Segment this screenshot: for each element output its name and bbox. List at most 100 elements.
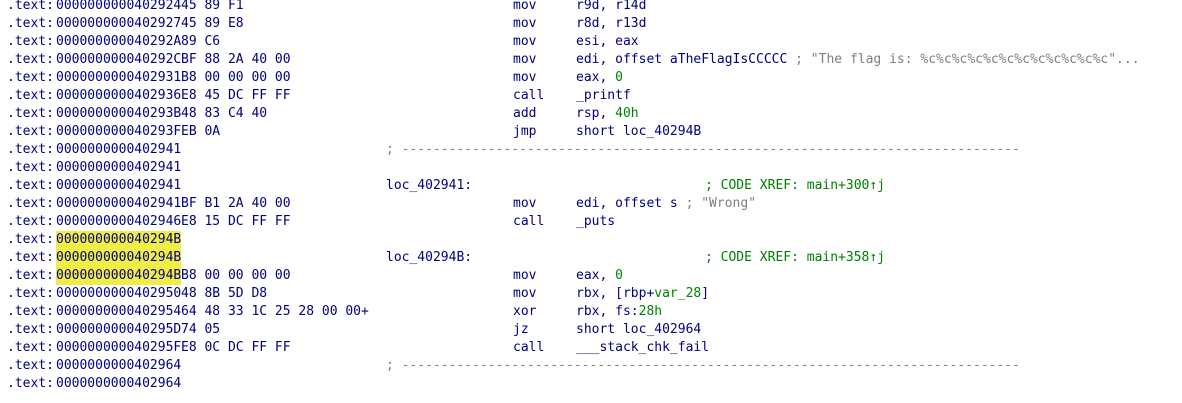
- mnemonic[interactable]: jz: [513, 322, 529, 337]
- code-label[interactable]: loc_40294B:: [386, 250, 473, 265]
- asm-line[interactable]: .text:000000000040294B loc_40294B: ; CODE …: [0, 249, 1182, 267]
- operands[interactable]: short loc_40294B: [576, 124, 702, 139]
- mnemonic[interactable]: call: [513, 88, 545, 103]
- operands[interactable]: edi, offset aTheFlagIsCCCCC ; "The flag …: [576, 52, 1140, 67]
- mnemonic[interactable]: mov: [513, 196, 537, 211]
- address[interactable]: 000000000040294B: [56, 267, 182, 285]
- operands[interactable]: short loc_402964: [576, 322, 702, 337]
- address[interactable]: 0000000000402941: [56, 160, 182, 175]
- xref-comment[interactable]: ; CODE XREF: main+300↑j: [705, 178, 886, 193]
- address[interactable]: 000000000040295F: [56, 340, 182, 355]
- mnemonic[interactable]: mov: [513, 268, 537, 283]
- mnemonic[interactable]: add: [513, 106, 537, 121]
- asm-line[interactable]: .text:0000000000402964: [0, 375, 1182, 393]
- mnemonic[interactable]: mov: [513, 52, 537, 67]
- mnemonic[interactable]: mov: [513, 0, 537, 13]
- operands[interactable]: esi, eax: [576, 34, 639, 49]
- address[interactable]: 0000000000402964: [56, 376, 182, 391]
- address[interactable]: 0000000000402964: [56, 358, 182, 373]
- address[interactable]: 000000000040292A: [56, 34, 182, 49]
- address[interactable]: 000000000040294B: [56, 249, 182, 267]
- xref-comment[interactable]: ; CODE XREF: main+358↑j: [705, 250, 886, 265]
- operand-var: var_28: [654, 286, 702, 301]
- opcode-bytes: 45 89 F1: [181, 0, 244, 13]
- operand-number: 0: [615, 268, 623, 283]
- address[interactable]: 000000000040292C: [56, 52, 182, 67]
- address[interactable]: 000000000040293F: [56, 124, 182, 139]
- code-label[interactable]: loc_402941:: [386, 178, 473, 193]
- opcode-bytes: 89 C6: [181, 34, 221, 49]
- operands[interactable]: edi, offset s ; "Wrong": [576, 196, 757, 211]
- segment-prefix: .text:: [7, 88, 54, 103]
- address[interactable]: 0000000000402927: [56, 16, 182, 31]
- address[interactable]: 0000000000402924: [56, 0, 182, 13]
- segment-prefix: .text:: [7, 0, 54, 13]
- mnemonic[interactable]: mov: [513, 34, 537, 49]
- operands[interactable]: r9d, r14d: [576, 0, 647, 13]
- asm-line[interactable]: .text:0000000000402941 ; ----------------…: [0, 141, 1182, 159]
- asm-line[interactable]: .text:000000000040294B: [0, 231, 1182, 249]
- opcode-bytes: 74 05: [181, 322, 221, 337]
- address[interactable]: 0000000000402941: [56, 196, 182, 211]
- operand-number: 40h: [615, 106, 639, 121]
- operands[interactable]: _printf: [576, 88, 631, 103]
- address[interactable]: 000000000040294B: [56, 231, 182, 249]
- separator-line: ; --------------------------------------…: [386, 142, 1020, 157]
- segment-prefix: .text:: [7, 16, 54, 31]
- address[interactable]: 0000000000402936: [56, 88, 182, 103]
- segment-prefix: .text:: [7, 376, 54, 391]
- mnemonic[interactable]: call: [513, 340, 545, 355]
- mnemonic[interactable]: mov: [513, 70, 537, 85]
- address[interactable]: 0000000000402941: [56, 178, 182, 193]
- segment-prefix: .text:: [7, 232, 54, 247]
- segment-prefix: .text:: [7, 106, 54, 121]
- operands[interactable]: _puts: [576, 214, 616, 229]
- mnemonic[interactable]: jmp: [513, 124, 537, 139]
- mnemonic[interactable]: mov: [513, 286, 537, 301]
- operands[interactable]: eax, 0: [576, 268, 623, 283]
- address[interactable]: 000000000040293B: [56, 106, 182, 121]
- address[interactable]: 000000000040295D: [56, 322, 182, 337]
- operands[interactable]: r8d, r13d: [576, 16, 647, 31]
- asm-line[interactable]: .text:0000000000402964; ----------------…: [0, 357, 1182, 375]
- asm-line[interactable]: .text:0000000000402941: [0, 159, 1182, 177]
- opcode-bytes: B8 00 00 00 00: [181, 268, 291, 283]
- operands[interactable]: rbx, fs:28h: [576, 304, 663, 319]
- segment-prefix: .text:: [7, 142, 54, 157]
- operands[interactable]: rbx, [rbp+var_28]: [576, 286, 710, 301]
- mnemonic[interactable]: call: [513, 214, 545, 229]
- mnemonic[interactable]: mov: [513, 16, 537, 31]
- operands[interactable]: eax, 0: [576, 70, 623, 85]
- address[interactable]: 0000000000402931: [56, 70, 182, 85]
- opcode-bytes: 48 8B 5D D8: [181, 286, 268, 301]
- opcode-bytes: 45 89 E8: [181, 16, 244, 31]
- segment-prefix: .text:: [7, 340, 54, 355]
- address[interactable]: 0000000000402941: [56, 142, 182, 157]
- address[interactable]: 0000000000402954: [56, 304, 182, 319]
- segment-prefix: .text:: [7, 322, 54, 337]
- address[interactable]: 0000000000402946: [56, 214, 182, 229]
- address[interactable]: 0000000000402950: [56, 286, 182, 301]
- operands[interactable]: ___stack_chk_fail: [576, 340, 710, 355]
- mnemonic[interactable]: xor: [513, 304, 537, 319]
- opcode-bytes: BF 88 2A 40 00: [181, 52, 291, 67]
- operands[interactable]: rsp, 40h: [576, 106, 639, 121]
- segment-prefix: .text:: [7, 250, 54, 265]
